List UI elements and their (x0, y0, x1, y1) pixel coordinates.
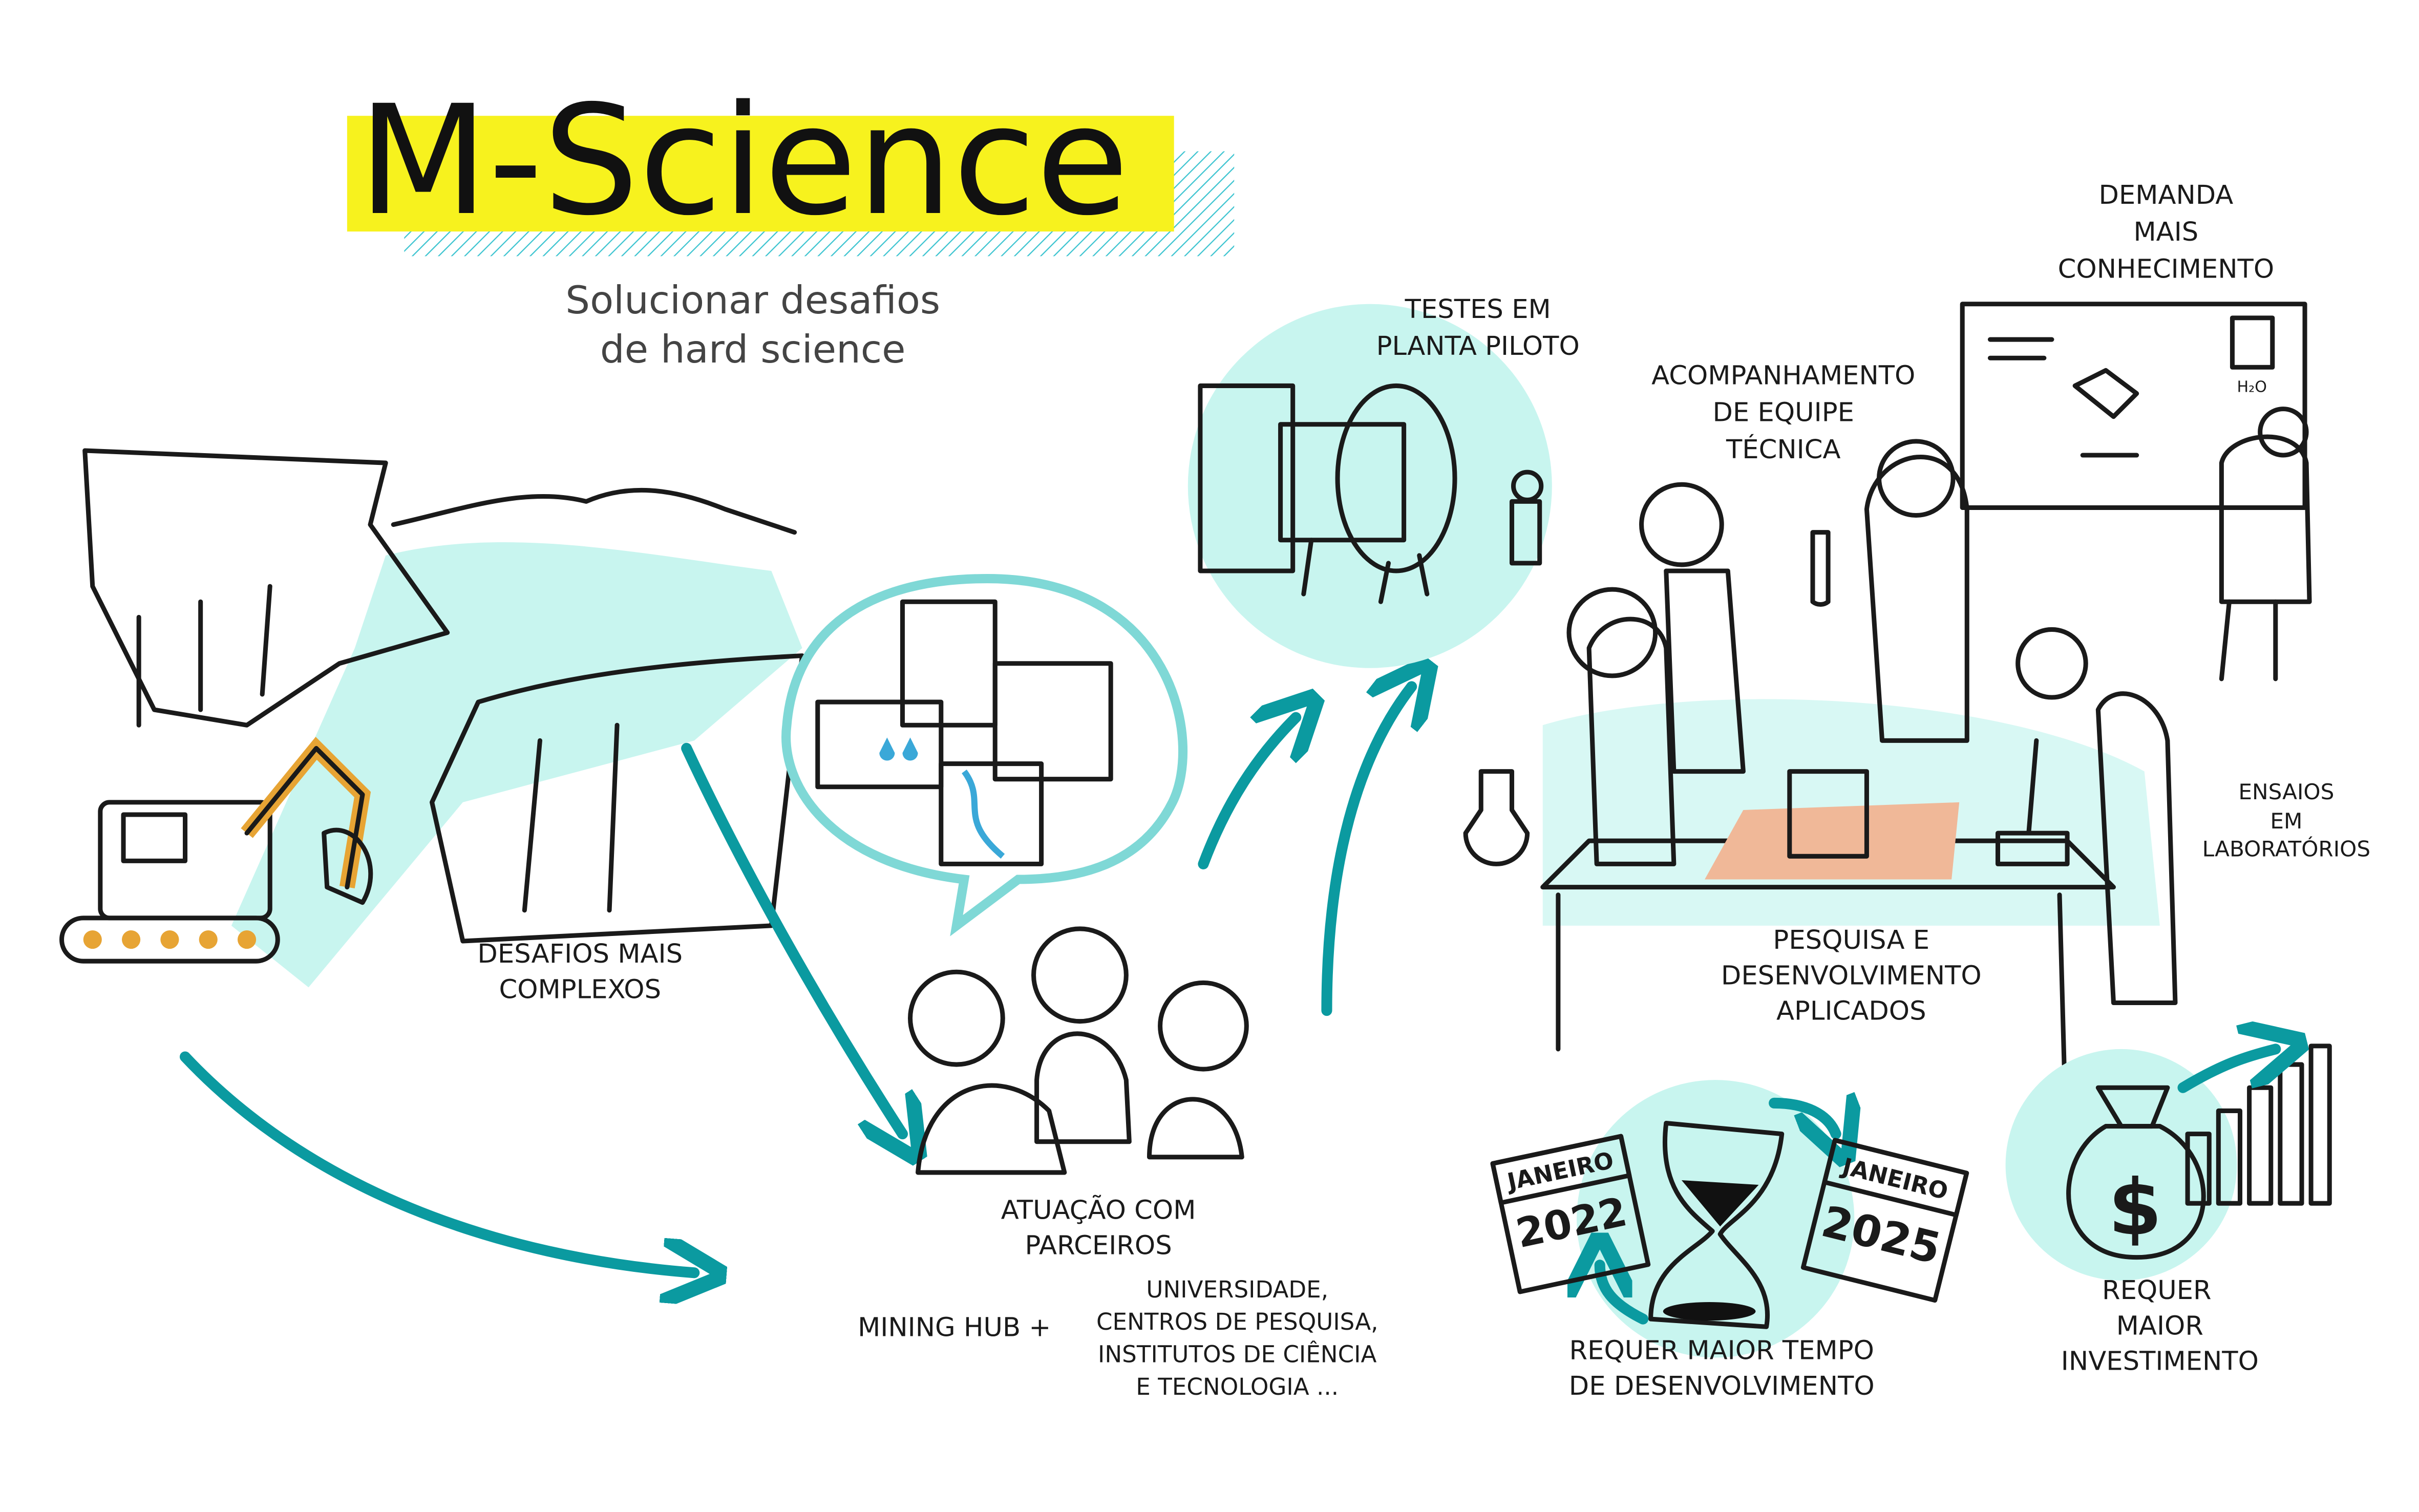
label-testes-1: TESTES EM (1405, 294, 1551, 325)
label-pesquisa-3: APLICADOS (1776, 996, 1926, 1027)
label-demanda-2: MAIS (2134, 217, 2199, 247)
board-formula: H₂O (2237, 378, 2266, 396)
mine-illustration: DESAFIOS MAIS COMPLEXOS (59, 448, 805, 1005)
label-tempo-1: REQUER MAIOR TEMPO (1569, 1335, 1874, 1366)
label-acompanhamento-2: DE EQUIPE (1712, 397, 1854, 428)
label-testes-2: PLANTA PILOTO (1376, 331, 1580, 361)
bar-growth-icon (2177, 1046, 2332, 1206)
label-atuacao-2: PARCEIROS (1025, 1230, 1172, 1261)
hourglass-icon (1648, 1121, 1785, 1329)
partner-list-3: INSTITUTOS DE CIÊNCIA (1098, 1341, 1376, 1368)
partner-list-1: UNIVERSIDADE, (1146, 1276, 1328, 1303)
flow-arrow-1 (179, 1051, 694, 1273)
label-ensaios-2: EM (2270, 808, 2302, 834)
calendar-2022: JANEIRO 2022 (1490, 1134, 1651, 1294)
label-demanda-3: CONHECIMENTO (2058, 254, 2274, 285)
label-mining-hub: MINING HUB + (858, 1312, 1051, 1343)
calendar-2025-month: JANEIRO (1838, 1153, 1951, 1205)
flow-arrow-2 (681, 742, 903, 1134)
label-tempo-2: DE DESENVOLVIMENTO (1569, 1371, 1875, 1401)
puzzle-icon (815, 599, 1113, 866)
subtitle-line-2: de hard science (600, 327, 906, 372)
investment-illustration: $ REQUER MAIOR INVESTIMENTO (2005, 1046, 2332, 1377)
label-acompanhamento-3: TÉCNICA (1726, 434, 1841, 465)
label-acompanhamento-1: ACOMPANHAMENTO (1651, 360, 1915, 391)
label-atuacao-1: ATUAÇÃO COM (1001, 1194, 1196, 1225)
partner-list-2: CENTROS DE PESQUISA, (1096, 1308, 1378, 1335)
page-title: M-Science (358, 73, 1129, 249)
knowledge-board: H₂O DEMANDA MAIS CONHECIMENTO (1960, 180, 2312, 682)
money-bag-icon: $ (2066, 1085, 2206, 1260)
label-ensaios-1: ENSAIOS (2238, 779, 2334, 804)
label-desafios-1: DESAFIOS MAIS (477, 939, 683, 969)
label-demanda-1: DEMANDA (2098, 180, 2233, 210)
label-investimento-3: INVESTIMENTO (2061, 1346, 2259, 1377)
lab-illustration: ACOMPANHAMENTO DE EQUIPE TÉCNICA ENSAIOS… (1463, 360, 2370, 1067)
label-pesquisa-2: DESENVOLVIMENTO (1721, 960, 1982, 991)
label-ensaios-3: LABORATÓRIOS (2202, 836, 2370, 861)
label-desafios-2: COMPLEXOS (499, 974, 661, 1005)
flow-arrow-3 (1321, 687, 1412, 1016)
partner-list-4: E TECNOLOGIA ... (1136, 1373, 1339, 1400)
puzzle-speech-bubble (781, 573, 1188, 936)
money-symbol: $ (2108, 1162, 2162, 1252)
title-highlight (347, 116, 1174, 232)
label-investimento-2: MAIOR (2116, 1310, 2203, 1341)
subtitle-line-1: Solucionar desafios (565, 278, 940, 323)
label-pesquisa-1: PESQUISA E (1773, 925, 1929, 955)
pilot-plant-illustration: TESTES EM PLANTA PILOTO (1187, 294, 1580, 668)
label-investimento-1: REQUER (2102, 1275, 2212, 1306)
flow-arrow-4 (1198, 717, 1296, 869)
time-illustration: JANEIRO 2022 JANEIRO 2025 REQUER MAIOR T… (1490, 1080, 1969, 1401)
partners-illustration: ATUAÇÃO COM PARCEIROS MINING HUB + UNIVE… (858, 926, 1378, 1400)
excavator-icon (59, 737, 373, 964)
title-block: M-Science Solucionar desafios de hard sc… (347, 73, 1235, 372)
